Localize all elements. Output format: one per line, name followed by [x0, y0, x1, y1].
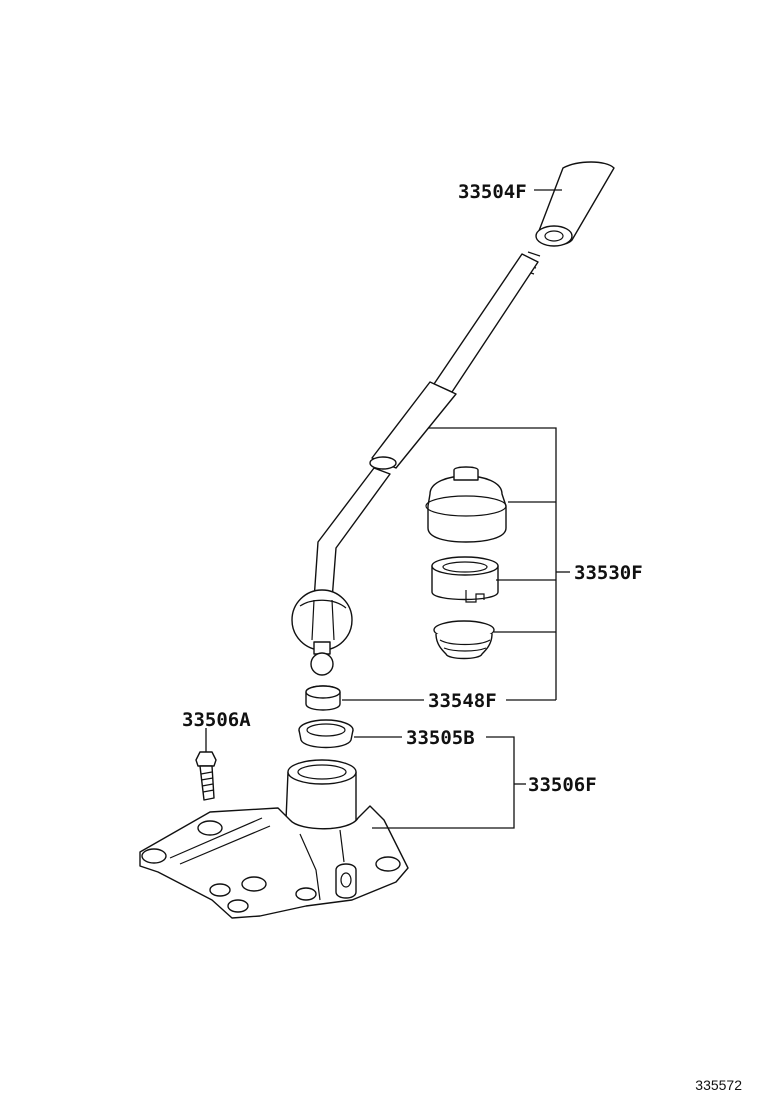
bushing[interactable] [305, 685, 341, 711]
shift-boot-upper[interactable] [425, 466, 507, 543]
seat-ring[interactable] [298, 719, 354, 749]
shift-lever[interactable] [291, 251, 541, 676]
callout-bushing: 33548F [428, 690, 497, 712]
leader-lines [205, 189, 570, 829]
shift-retainer-housing[interactable] [139, 759, 409, 919]
callout-retainer: 33506F [528, 774, 597, 796]
bolt[interactable] [195, 751, 217, 801]
callout-boot-set: 33530F [574, 562, 643, 584]
shift-knob[interactable] [535, 161, 615, 247]
callout-bolt: 33506A [182, 709, 251, 731]
figure-id: 335572 [695, 1077, 742, 1093]
retainer-ring[interactable] [431, 556, 499, 603]
callout-seat: 33505B [406, 727, 475, 749]
callout-knob: 33504F [458, 181, 527, 203]
dust-boot-lower[interactable] [433, 620, 495, 660]
